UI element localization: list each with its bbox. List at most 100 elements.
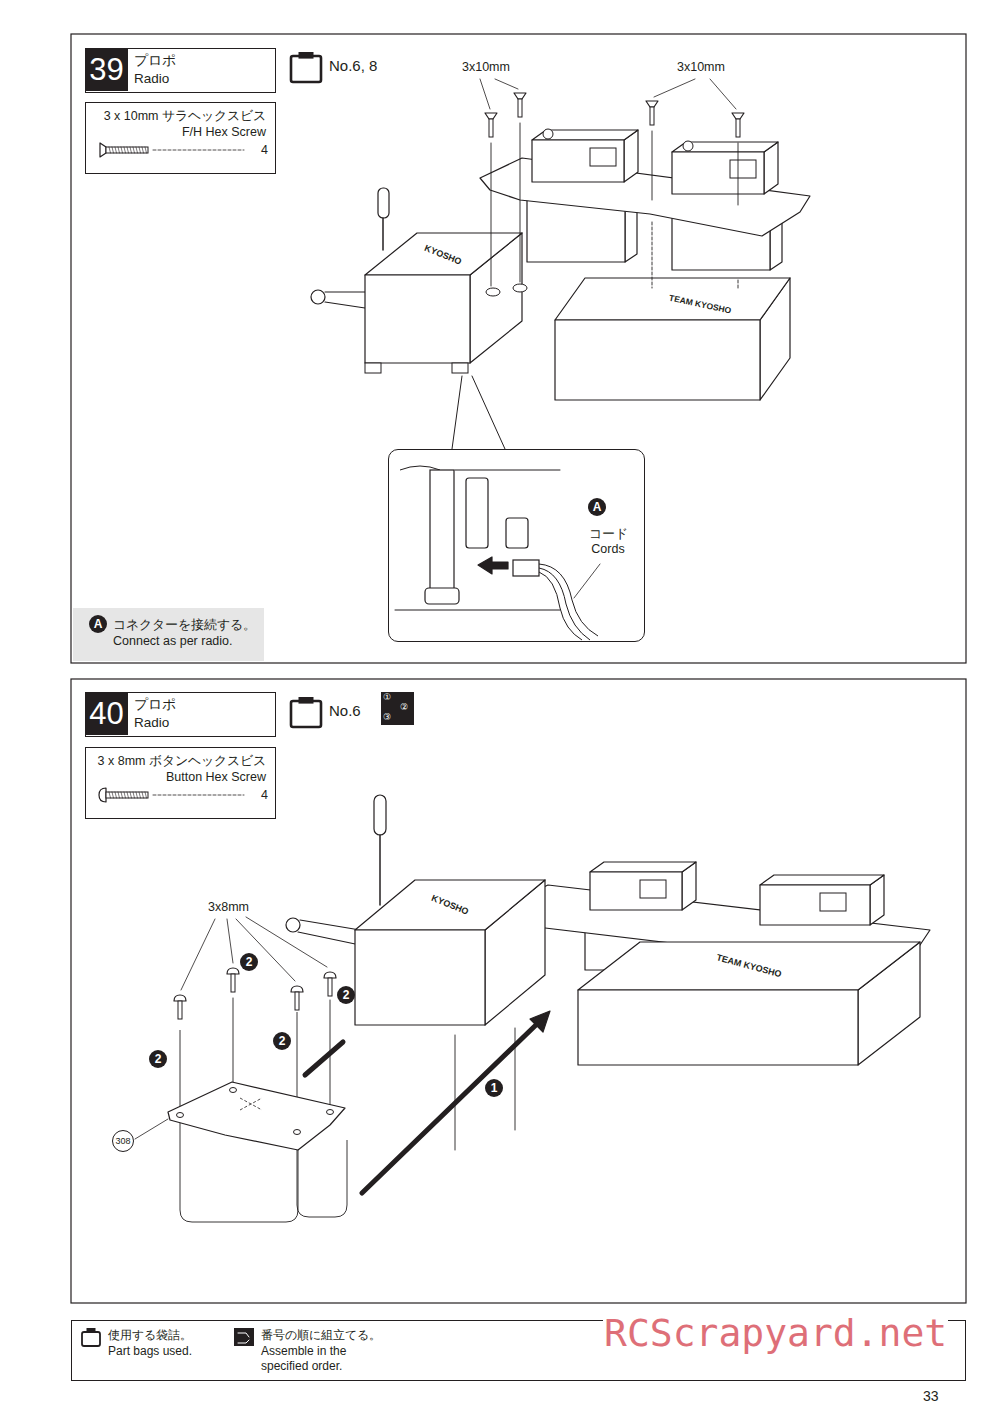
part-number: 308 [112, 1130, 134, 1152]
detail-inset: コード Cords A [388, 449, 645, 642]
move-arrow [362, 1023, 538, 1193]
count-leader [153, 150, 244, 151]
order-icon [238, 1340, 249, 1343]
servo-wire [539, 564, 598, 636]
bag-icon [291, 56, 321, 82]
plate-hole [327, 1110, 334, 1115]
step-frame [71, 34, 966, 663]
callout-text: A [89, 615, 107, 633]
box-text: コネクターを接続する。 Connect as per radio. [113, 617, 259, 650]
screw-icon [485, 113, 497, 119]
guide-line [738, 280, 739, 288]
mount-post [513, 284, 527, 292]
screw-thread [121, 147, 123, 153]
servo-wire [539, 568, 590, 640]
plate-hole [230, 1088, 237, 1093]
callout-text: 2 [273, 1032, 291, 1050]
bag-icon [299, 52, 314, 59]
stay-arm [300, 920, 360, 930]
box-text: プロポ Radio [134, 696, 196, 731]
callout-number: 2 [337, 986, 355, 1004]
guide-line [452, 376, 462, 449]
screw-icon [178, 1001, 182, 1019]
stay-arm [325, 302, 365, 308]
screw-thread [133, 792, 135, 798]
servo-top [532, 130, 638, 140]
step40-illustration [135, 795, 930, 1222]
guide-line [652, 131, 653, 200]
antenna-tube [382, 218, 384, 250]
screw-icon [99, 788, 106, 802]
bag-icon [82, 1332, 100, 1346]
guide-line [395, 610, 560, 611]
insert-arrow [478, 557, 508, 574]
bag-icon [87, 1328, 96, 1332]
screw-thread [127, 147, 129, 153]
label-leader [574, 564, 600, 598]
screw-icon [514, 93, 526, 99]
label-leader [181, 919, 215, 990]
callout-text: 2 [337, 986, 355, 1004]
receiver-foot [452, 363, 468, 373]
label-leader [480, 79, 490, 109]
servo-horn [683, 141, 693, 151]
plate-308 [168, 1082, 345, 1150]
order-icon: ①②③ [381, 692, 414, 725]
box-text: コード Cords [583, 527, 633, 557]
servo-top [590, 862, 696, 872]
line-art [400, 466, 440, 470]
guide-line [455, 470, 560, 471]
logo-text: TEAM KYOSHO [667, 293, 733, 316]
receiver-box [365, 275, 470, 363]
screw-icon [518, 99, 522, 117]
servo-label [730, 160, 756, 178]
screw-thread [115, 792, 117, 798]
mount-post [486, 288, 500, 296]
page-number: 33 [922, 1388, 940, 1404]
screw-icon [231, 974, 235, 992]
instruction-box: 3 x 8mm ボタンヘックスビス Button Hex Screw4 [85, 747, 276, 819]
screw-icon [106, 147, 148, 153]
watermark: RCScrapyard.net [603, 1312, 948, 1356]
bag-icon [291, 701, 321, 727]
order-icon [234, 1328, 254, 1346]
screw-thread [127, 792, 129, 798]
servo-top [760, 885, 870, 925]
connector-slot [466, 478, 488, 548]
guide-line [520, 123, 521, 282]
screw-thread [109, 147, 111, 153]
screw-thread [145, 792, 147, 798]
screw-thread [139, 792, 141, 798]
battery-box [555, 278, 790, 320]
screw-icon [732, 113, 744, 119]
screw-thread [115, 147, 117, 153]
order-icon [238, 1333, 249, 1337]
box-text: 39 [85, 48, 128, 91]
callout-number: A [588, 498, 606, 516]
bag-icon [299, 697, 314, 704]
box-text: No.6, 8 [329, 57, 377, 75]
screw-thread [145, 147, 147, 153]
guide-line [738, 143, 739, 205]
box-text: ① [383, 693, 391, 702]
count-leader [153, 795, 244, 796]
screw-icon [291, 986, 303, 992]
screw-icon [100, 143, 106, 157]
callout-number: 2 [240, 953, 258, 971]
stay-arm [325, 291, 365, 292]
plate-hole [294, 1130, 301, 1135]
screw-thread [139, 147, 141, 153]
callout-number: 2 [149, 1050, 167, 1068]
antenna-tube [374, 795, 386, 835]
box-text: ② [400, 703, 408, 712]
move-arrow [305, 1042, 343, 1075]
screw-thread [130, 147, 132, 153]
servo-top [760, 875, 884, 885]
instruction-box: 39プロポ Radio [85, 48, 276, 93]
screw-icon [295, 992, 299, 1010]
label-leader [135, 1119, 168, 1139]
callout-number: 2 [273, 1032, 291, 1050]
screw-thread [112, 792, 114, 798]
label-leader [710, 79, 736, 109]
logo-text: KYOSHO [429, 893, 471, 918]
